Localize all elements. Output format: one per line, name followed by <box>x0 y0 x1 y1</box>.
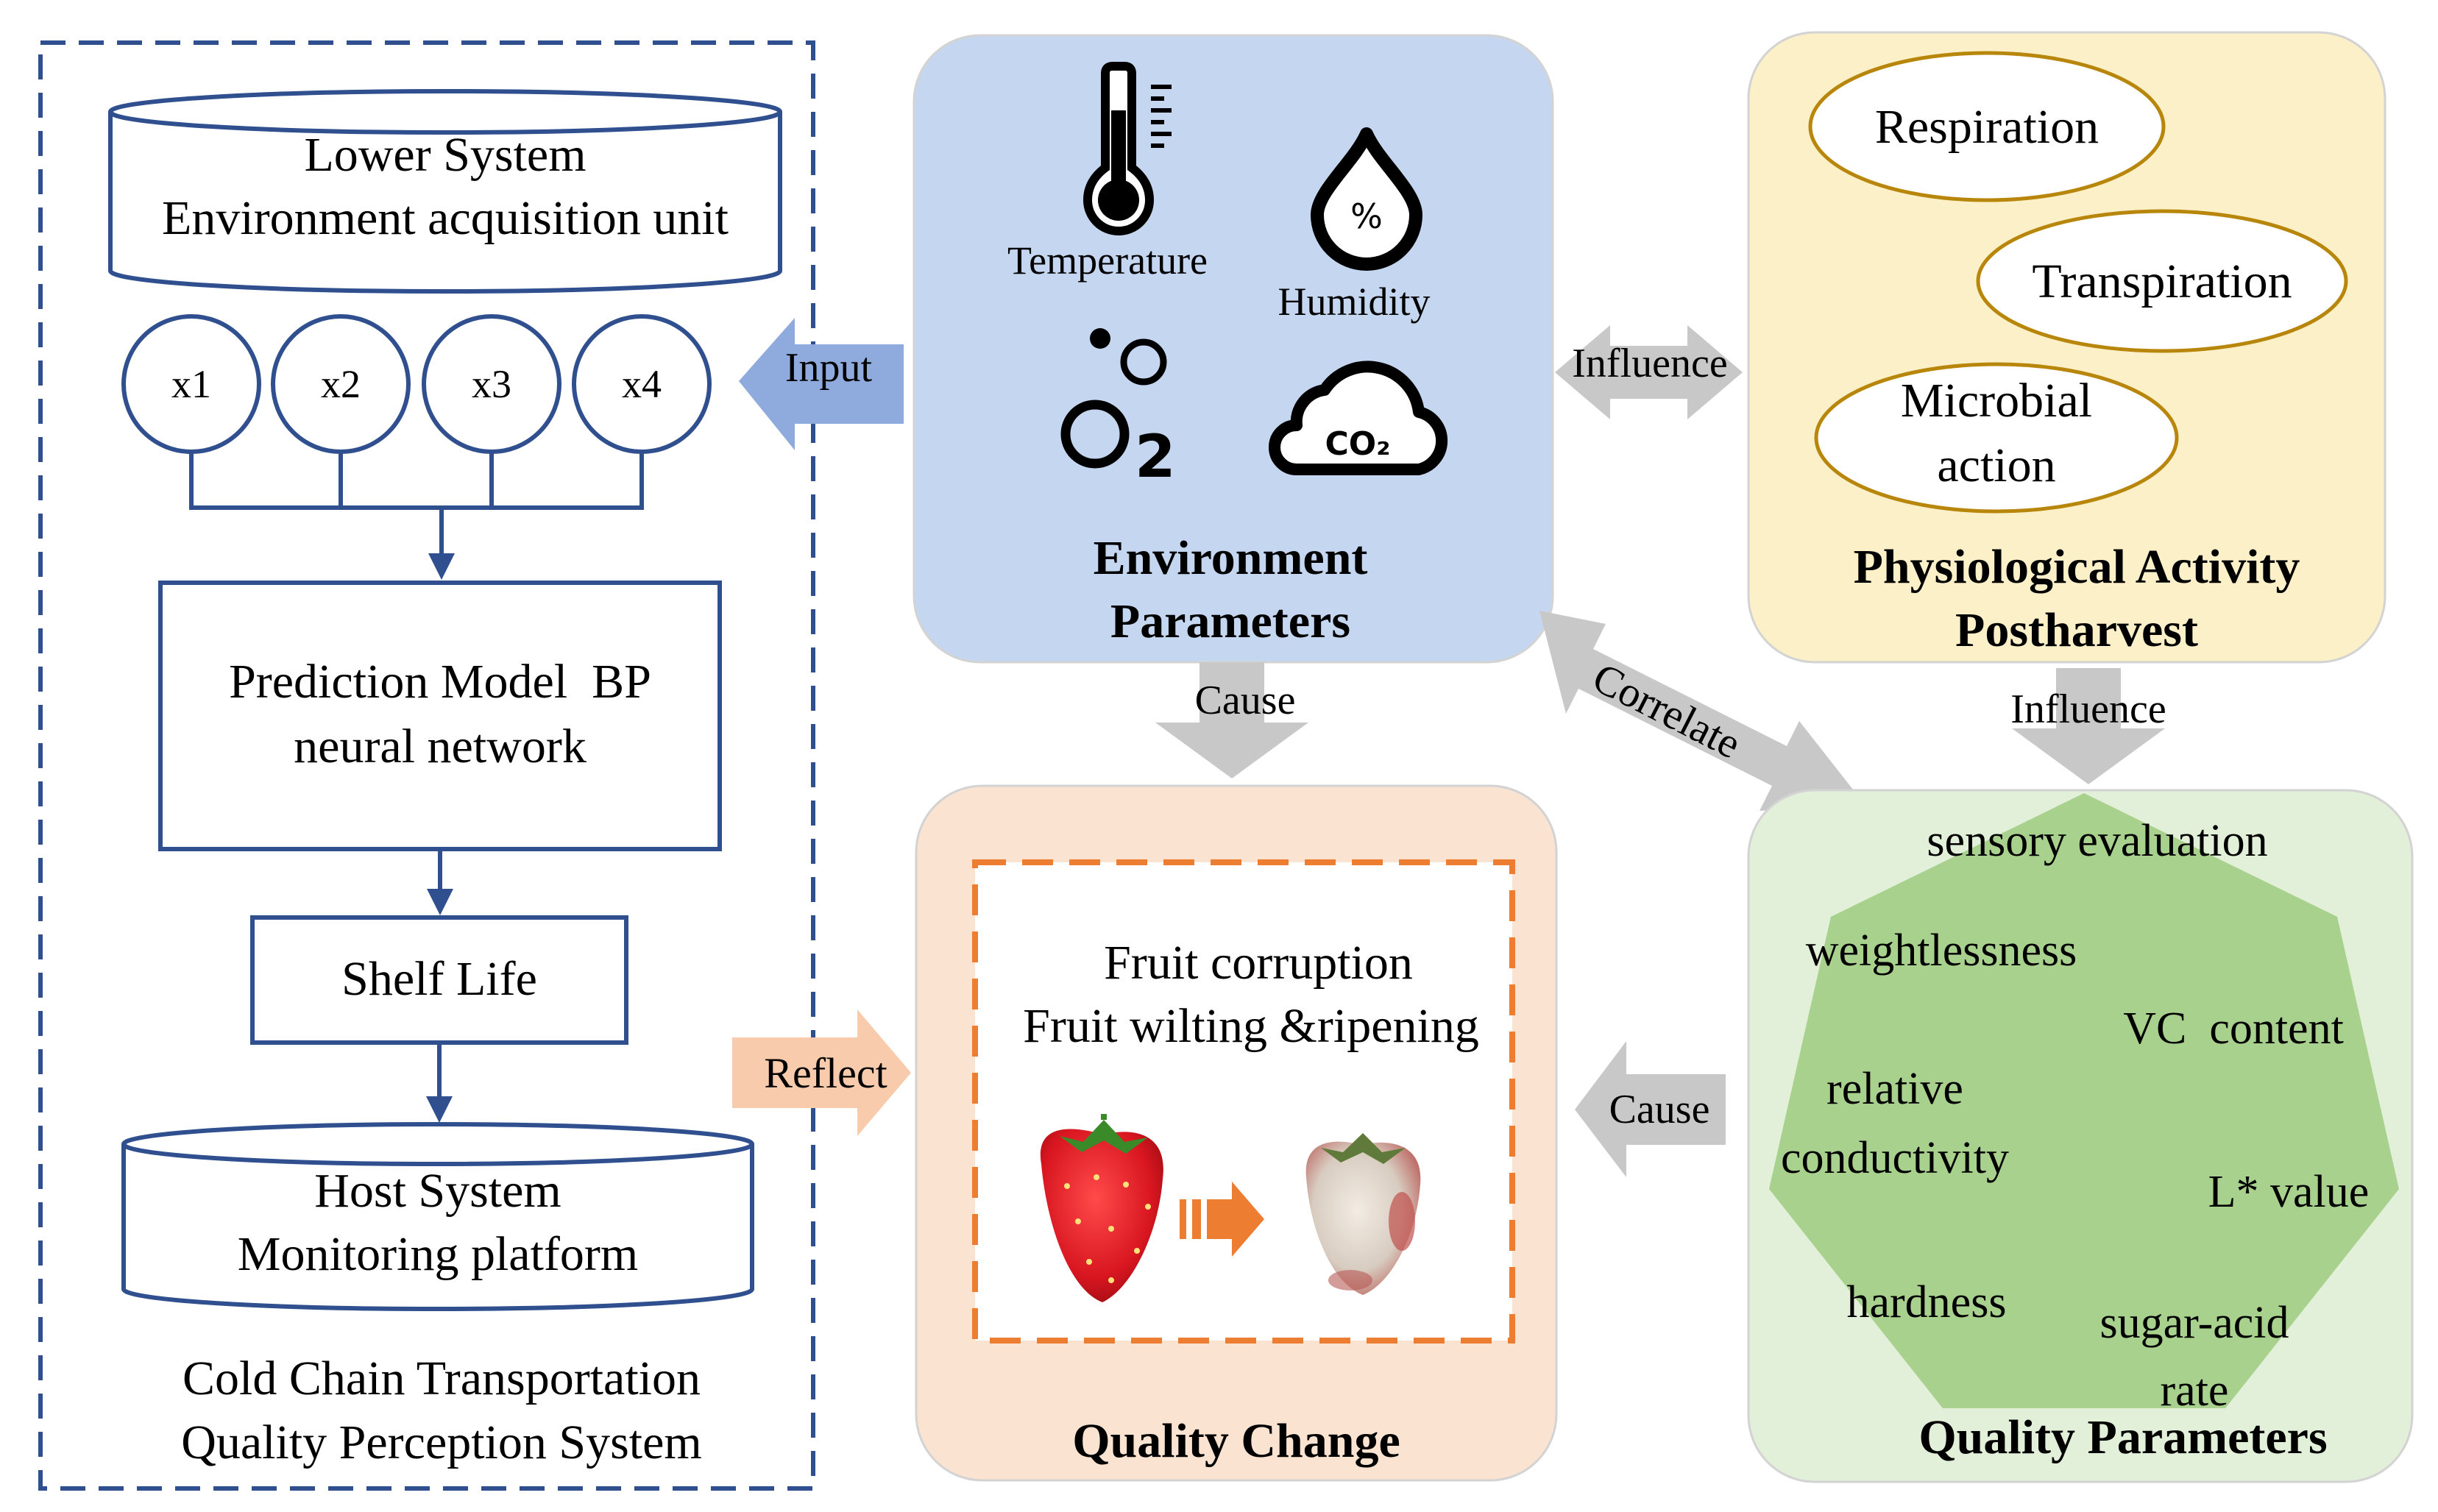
arrowhead-to-host <box>426 1096 453 1123</box>
arrowhead-to-model <box>428 553 455 580</box>
quality-params-panel: sensory evaluation weightlessness VC con… <box>1747 789 2414 1483</box>
physiology-title-line2: Postharvest <box>1955 603 2198 657</box>
quality-params-title: Quality Parameters <box>1918 1410 2327 1464</box>
rate-label: rate <box>2161 1366 2229 1416</box>
system-caption-line2: Quality Perception System <box>181 1416 702 1469</box>
prediction-model-label: Prediction Model BP <box>229 655 651 709</box>
humidity-icon: % <box>1311 127 1422 271</box>
temperature-label: Temperature <box>1007 238 1208 283</box>
input-label-x4: x4 <box>622 362 662 406</box>
shelf-life-box <box>250 915 628 1045</box>
sensory-evaluation-label: sensory evaluation <box>1927 816 2267 866</box>
host-system-cylinder: Host System Monitoring platform <box>121 1122 754 1311</box>
environment-panel: Temperature % Humidity 2 CO₂ Environment… <box>913 34 1554 664</box>
quality-params-heptagon <box>1769 793 2399 1408</box>
influence-double-arrow: Influence <box>1555 325 1743 419</box>
arrowhead-to-shelf <box>427 889 453 915</box>
host-system-label: Host System <box>314 1164 561 1218</box>
cause-left-label: Cause <box>1609 1087 1710 1132</box>
physiology-title-line1: Physiological Activity <box>1854 540 2300 594</box>
quality-change-panel: Fruit corruption Fruit wilting &ripening <box>915 784 1558 1482</box>
quality-change-inner <box>972 859 1515 1344</box>
input-label-x2: x2 <box>321 362 361 406</box>
correlate-arrow-label: Correlate <box>1585 653 1748 768</box>
relative-label: relative <box>1826 1064 1963 1114</box>
conductivity-label: conductivity <box>1781 1133 2009 1183</box>
respiration-label: Respiration <box>1875 100 2099 154</box>
transpiration-label: Transpiration <box>2032 255 2292 308</box>
sugar-acid-label: sugar-acid <box>2100 1298 2289 1348</box>
influence-down-label: Influence <box>2010 686 2166 732</box>
humidity-label: Humidity <box>1278 280 1430 324</box>
reflect-arrow-label: Reflect <box>764 1049 887 1097</box>
lower-system-label: Lower System <box>304 128 586 182</box>
svg-text:CO₂: CO₂ <box>1325 425 1391 463</box>
lower-system-cylinder: Lower System Environment acquisition uni… <box>108 89 782 294</box>
oxygen-icon: 2 <box>1060 328 1176 491</box>
cause-down-arrow: Cause <box>1155 662 1308 778</box>
input-label-x3: x3 <box>472 362 511 406</box>
physiology-panel: Respiration Transpiration Microbial acti… <box>1747 31 2386 664</box>
fruit-corruption-label: Fruit corruption <box>1104 936 1413 990</box>
respiration-oval <box>1808 51 2166 202</box>
input-arrow-label: Input <box>785 345 873 391</box>
hardness-label: hardness <box>1847 1277 2007 1327</box>
shelf-life-label: Shelf Life <box>341 952 537 1006</box>
reflect-arrow: Reflect <box>732 1009 911 1136</box>
fruit-wilting-label: Fruit wilting &ripening <box>1023 999 1479 1053</box>
input-arrow: Input <box>739 318 904 450</box>
svg-text:%: % <box>1350 196 1383 236</box>
acquisition-unit-label: Environment acquisition unit <box>162 191 729 245</box>
monitoring-platform-label: Monitoring platform <box>238 1227 638 1281</box>
progression-arrow-icon <box>1180 1182 1264 1257</box>
system-caption-line1: Cold Chain Transportation <box>183 1352 701 1405</box>
svg-text:2: 2 <box>1135 422 1176 491</box>
fresh-strawberry-icon <box>1040 1114 1163 1302</box>
perception-system-panel: Lower System Environment acquisition uni… <box>38 40 815 1491</box>
influence-down-arrow: Influence <box>2010 668 2166 784</box>
prediction-model-box <box>158 581 722 851</box>
thermometer-icon <box>1082 62 1172 235</box>
weightlessness-label: weightlessness <box>1806 926 2077 976</box>
cause-down-label: Cause <box>1195 678 1296 723</box>
environment-title-line1: Environment <box>1094 531 1368 585</box>
input-nodes: x1 x2 x3 x4 <box>121 314 712 454</box>
transpiration-oval <box>1976 209 2348 353</box>
l-value-label: L* value <box>2208 1167 2370 1217</box>
microbial-label-line2: action <box>1937 439 2055 492</box>
system-dashed-frame <box>38 40 815 1491</box>
co2-cloud-icon: CO₂ <box>1269 361 1448 475</box>
quality-change-title: Quality Change <box>1072 1414 1400 1468</box>
input-label-x1: x1 <box>171 362 211 406</box>
neural-network-label: neural network <box>294 720 587 773</box>
influence-arrow-label: Influence <box>1572 341 1727 386</box>
vc-content-label: VC content <box>2123 1004 2344 1054</box>
environment-title-line2: Parameters <box>1110 594 1350 648</box>
rotten-strawberry-icon <box>1305 1133 1421 1295</box>
microbial-label-line1: Microbial <box>1901 374 2092 427</box>
cause-left-arrow: Cause <box>1575 1041 1726 1177</box>
input-connectors <box>189 452 644 556</box>
microbial-oval <box>1814 362 2179 514</box>
